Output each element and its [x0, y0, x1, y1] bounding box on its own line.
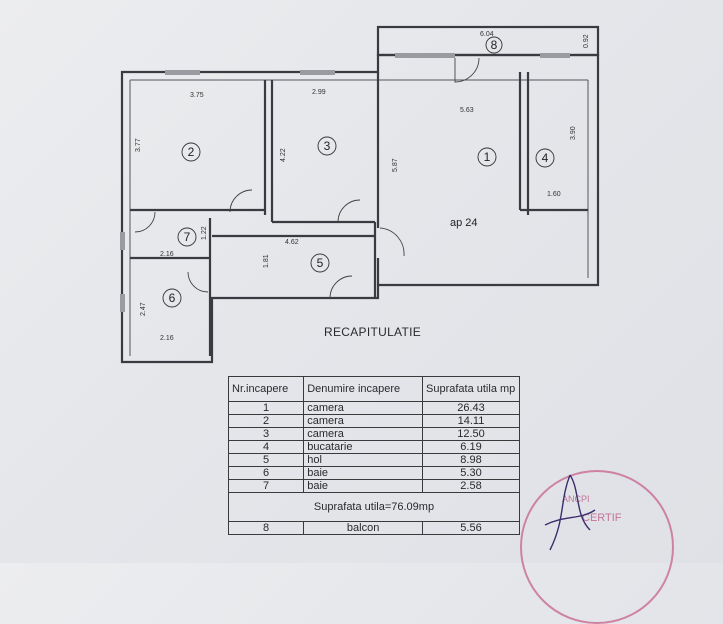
- stamp-text-mid: CERTIF: [582, 512, 622, 524]
- table-total-row: Suprafata utila=76.09mp: [228, 492, 520, 522]
- window: [300, 70, 335, 75]
- outer-wall: [120, 53, 600, 364]
- window: [120, 294, 125, 312]
- window: [540, 53, 570, 58]
- dim-room2-height: 3.77: [135, 138, 142, 152]
- total-usable-area: Suprafata utila=76.09mp: [228, 492, 520, 522]
- dim-room1-length: 5.63: [460, 107, 474, 114]
- inner-wall-line: [129, 79, 589, 356]
- dim-room3-length: 2.99: [312, 89, 326, 96]
- svg-text:3: 3: [324, 139, 331, 153]
- window: [165, 70, 200, 75]
- header-room-area: Suprafata utila mp: [422, 376, 520, 402]
- apartment-label: ap 24: [450, 217, 478, 229]
- door-arc: [337, 199, 361, 223]
- door-arc: [229, 189, 253, 213]
- dim-balcony-length: 6.04: [480, 31, 494, 38]
- dim-room7-height: 1.22: [201, 226, 208, 240]
- room-marker-6: 6: [162, 288, 182, 308]
- stamp-text-top: ANCPI: [562, 494, 590, 504]
- dim-balcony-width: 0.92: [583, 34, 590, 48]
- dim-room6-length: 2.16: [160, 335, 174, 342]
- dim-room2-length: 3.75: [190, 92, 204, 99]
- svg-text:7: 7: [184, 230, 191, 244]
- dim-hall-length: 4.62: [285, 239, 299, 246]
- window: [395, 53, 455, 58]
- floor-plan: 6.04 0.92 5.63 5.87 3.75 3.77 2.99 4.22 …: [120, 25, 600, 364]
- svg-text:5: 5: [317, 256, 324, 270]
- room-marker-4: 4: [535, 148, 555, 168]
- dim-hall-height: 1.81: [263, 254, 270, 268]
- door-arc: [379, 227, 405, 257]
- room-marker-7: 7: [177, 227, 197, 247]
- svg-text:4: 4: [542, 151, 549, 165]
- window: [120, 232, 125, 250]
- dim-room6-height: 2.47: [140, 302, 147, 316]
- table-header-row: Nr.incapere Denumire incapere Suprafata …: [227, 376, 520, 402]
- dim-room4-height: 3.90: [570, 126, 577, 140]
- dim-room7-length: 2.16: [160, 251, 174, 258]
- internal-walls: [130, 72, 588, 356]
- room-marker-1: 1: [477, 147, 497, 167]
- area-summary-table: Nr.incapere Denumire incapere Suprafata …: [227, 376, 520, 535]
- door-arc: [187, 271, 209, 293]
- svg-text:2: 2: [188, 145, 195, 159]
- dim-room3-height: 4.22: [280, 148, 287, 162]
- door-arc: [454, 57, 480, 83]
- recap-title: RECAPITULATIE: [324, 325, 422, 339]
- door-arc: [329, 275, 353, 299]
- room-marker-5: 5: [310, 253, 330, 273]
- header-room-name: Denumire incapere: [303, 376, 423, 402]
- dim-room1-height: 5.87: [392, 158, 399, 172]
- room-marker-8: 8: [485, 36, 503, 54]
- svg-text:8: 8: [491, 38, 498, 52]
- room-marker-2: 2: [181, 142, 201, 162]
- door-arc: [134, 211, 156, 233]
- svg-text:1: 1: [484, 150, 491, 164]
- svg-text:6: 6: [169, 291, 176, 305]
- header-room-number: Nr.incapere: [227, 376, 305, 402]
- signature: [544, 474, 596, 551]
- room-marker-3: 3: [317, 136, 337, 156]
- dim-room4-length: 1.60: [547, 191, 561, 198]
